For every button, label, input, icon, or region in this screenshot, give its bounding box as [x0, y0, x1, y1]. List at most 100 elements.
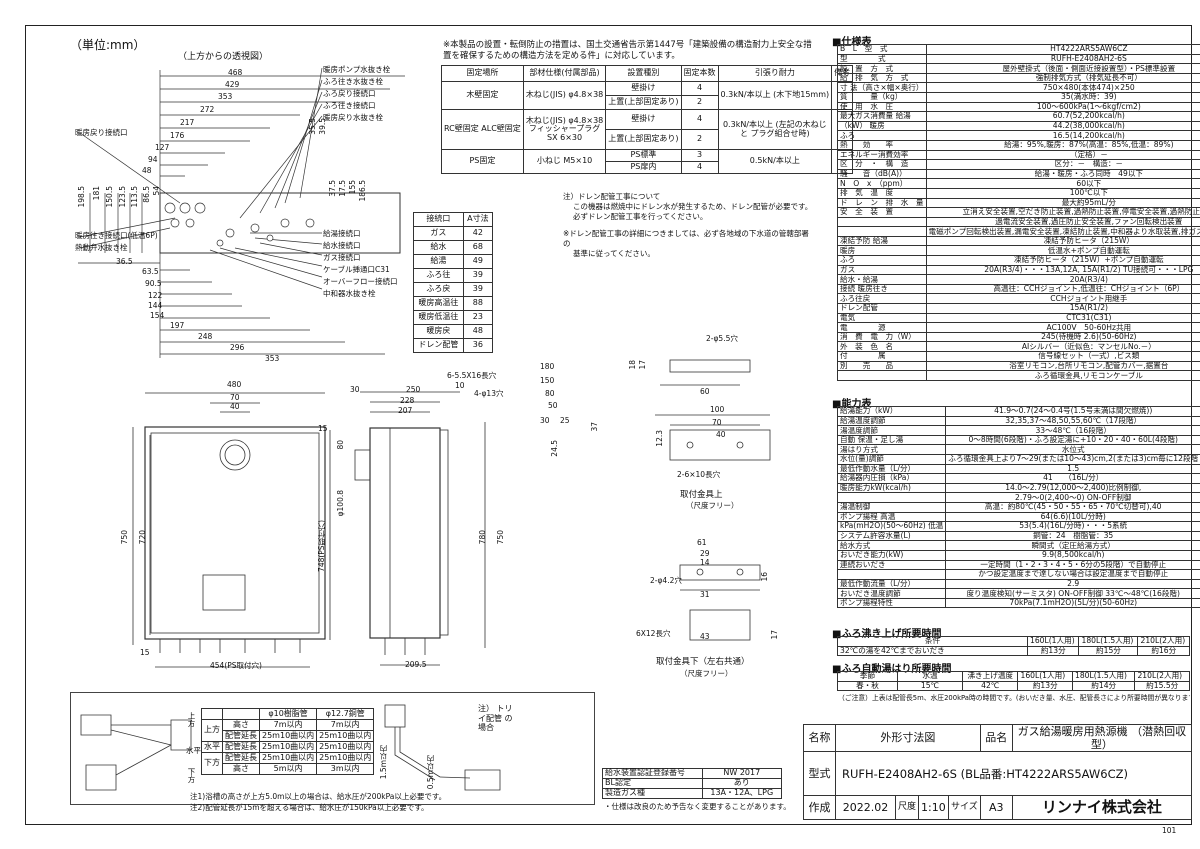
bath-r0-c1: 160L(1人用): [1026, 636, 1080, 647]
front-width: 480: [227, 380, 242, 389]
bath-r1-c1: 約13分: [1026, 645, 1080, 657]
front-h15: 15: [140, 648, 150, 657]
title-product-label: 品名: [979, 723, 1013, 753]
drain-note-0: 注）ドレン配管工事について: [563, 192, 661, 201]
perf-value: 9.9(8,500kcal/h): [945, 549, 1200, 561]
label-neutralizer-drain: 中和器水抜き栓: [323, 289, 376, 298]
fix-r4-c3: 3: [680, 149, 719, 162]
conn-r0-c1: 42: [462, 226, 494, 241]
fix-r4-c4: 0.5kN/本以上: [717, 149, 833, 174]
side-h24: 24.5: [550, 440, 559, 457]
title-model: RUFH-E2408AH2-6S (BL品番:HT4222ARS5AW6CZ): [835, 751, 1192, 797]
spec-value: 35(満水時：39): [925, 91, 1200, 103]
dim-150-5: 150.5: [105, 186, 114, 208]
bracket-top-label: 取付金具上: [680, 490, 723, 500]
spec-value: 強制排気方式（排気延長不可）: [925, 72, 1200, 84]
pipe-r0-c0: 上方: [201, 719, 223, 742]
perf-value: 2.79〜0(2,400〜0) ON-OFF制御: [945, 492, 1200, 503]
spec-row: ふろ循環金具,リモコンケーブル: [837, 370, 1200, 381]
perf-row: 湯温制御高温：約80℃(45・50・55・65・70℃切替可),40: [836, 501, 1200, 513]
auto-r0-c5: 210L(2人用): [1134, 671, 1190, 682]
side-d207: 207: [398, 406, 413, 415]
fixing-table: 固定場所 部材仕様(付属部品) 設置種別 固定本数 引張り耐力 備考 木壁固定木…: [441, 65, 854, 174]
spec-value: 60以下: [925, 178, 1200, 189]
perf-value: 度り温度検知(サーミスタ) ON-OFF制御 33℃〜48℃(16段階): [945, 588, 1200, 599]
pipe-note-1: 注1)浴槽の高さが上方5.0m以上の場合は、給水圧が200kPa以上必要です。: [190, 792, 447, 801]
pipe-r4-c1: 高さ: [222, 763, 260, 775]
bracket-top-d150: 150: [540, 376, 555, 385]
perf-value: 0〜8時間(6段階)・ふろ設定湯に+10・20・40・60L(4段階): [945, 434, 1200, 446]
approval-r0-c0: 給水装置認証登録番号: [602, 768, 703, 779]
label-heating-return-drain: 暖房戻り水抜き栓: [323, 113, 383, 122]
conn-r8-c0: ドレン配管: [413, 338, 464, 353]
bracket-bottom-label: 取付金具下（左右共通）: [656, 657, 750, 667]
perf-label: ポンプ揚程特性: [836, 597, 947, 609]
label-heating-supply-port: 暖房往き接続口(低温6P): [75, 231, 158, 240]
label-heating-pump-drain: 暖房ポンプ水抜き栓: [323, 65, 391, 74]
conn-r7-c0: 暖房戻: [413, 324, 464, 339]
bracket-top-d17: 17: [638, 360, 647, 370]
bracket-top-sub: （尺度フリー）: [686, 501, 739, 510]
auto-r1-c4: 約14分: [1071, 680, 1136, 692]
spec-label: [837, 216, 927, 228]
pipe-r3-c3: 25m10曲以内: [316, 752, 375, 764]
spec-label: ふろ: [837, 255, 927, 266]
perf-row: 暖房能力kW(kcal/h)14.0〜2.79(12,000〜2,400)比例制…: [836, 482, 1200, 494]
pipe-down-label: 下方: [187, 768, 196, 783]
bracket-bottom-d17: 17: [770, 630, 779, 640]
fix-r2-c1: 木ねじ(JIS) φ4.8×38 フィッシャープラグSX 6×30: [522, 109, 607, 150]
label-water-supply-port: 給水接続口: [323, 241, 361, 250]
auto-r1-c3: 約13分: [1017, 680, 1073, 692]
bathtub-diagram: [80, 714, 192, 791]
spec-value: CTC31(C31): [925, 312, 1200, 324]
dim-186-5: 186.5: [358, 180, 367, 202]
bracket-bottom-d61: 61: [697, 538, 707, 547]
spec-label: 接続 暖房往き: [837, 283, 927, 295]
conn-r7-c1: 48: [462, 324, 494, 339]
front-w70: 70: [230, 393, 240, 402]
page-number: 101: [1162, 826, 1177, 835]
dim-35-5: 35.5: [308, 118, 317, 135]
bracket-bottom-d43: 43: [700, 632, 710, 641]
piping-box: [70, 692, 595, 805]
front-h15-top: 15: [318, 424, 328, 433]
dim-48: 48: [142, 166, 152, 175]
fix-r0-c1: 木ねじ(JIS) φ4.8×38: [522, 81, 607, 110]
approval-r1-c0: BL認定: [602, 778, 703, 789]
pipe-r4-c2: 5m以内: [258, 763, 318, 775]
auto-r1-c5: 約15.5分: [1134, 680, 1190, 692]
conn-h-1: A寸法: [462, 212, 494, 227]
fix-r1-c2: 上置(上部固定あり): [605, 95, 682, 110]
bracket-top-d40: 40: [716, 430, 726, 439]
spec-value: 区分：－ 構造：－: [925, 159, 1200, 170]
bath-title: ■ふろ沸き上げ所要時間: [832, 629, 942, 640]
trap-pipe-diagram: [384, 704, 501, 791]
fix-r1-c3: 2: [680, 95, 719, 110]
unit-label: （単位:mm）: [70, 38, 146, 52]
spec-row: 接続 暖房往き高温往：CCHジョイント,低温往：CHジョイント（6P）: [837, 283, 1200, 295]
conn-r8-c1: 36: [462, 338, 494, 353]
dim-248: 248: [198, 332, 213, 341]
title-size-label: サイズ: [948, 795, 981, 821]
spec-value: 凍結予防ヒータ（215W）+ポンプ自動運転: [925, 255, 1200, 266]
auto-r1-c1: 15℃: [897, 680, 963, 692]
perf-row: おいだき能力(kW)9.9(8,500kcal/h): [836, 549, 1200, 561]
dim-17-5: 17.5: [338, 180, 347, 197]
perf-value: 41.9〜0.7(24〜0.4号(1.5号未満は間欠燃焼)): [945, 406, 1200, 417]
pipe-h-1: [222, 708, 260, 720]
approval-r0-c1: NW 2017: [701, 768, 783, 779]
spec-value: 245(待機時 2.6)(50-60Hz): [925, 331, 1200, 343]
auto-r0-c1: 水温: [897, 671, 963, 682]
label-bath-supply-port: ふろ往き接続口: [323, 101, 376, 110]
perf-label: 水位(量)調節: [836, 453, 947, 465]
conn-r3-c1: 39: [462, 268, 494, 283]
spec-label: 消 費 電 力（W）: [837, 331, 927, 343]
bracket-top-drawing: [655, 359, 771, 461]
pipe-r2-c0: 水平: [201, 741, 223, 753]
title-block: 名称 外形寸法図 品名 ガス給湯暖房用熱源機 （潜熱回収型） 型式 RUFH-E…: [803, 723, 1193, 821]
pipe-note-2: 注2)配管延長が15mを超える場合は、給水圧が150kPa以上必要です。: [190, 803, 429, 812]
